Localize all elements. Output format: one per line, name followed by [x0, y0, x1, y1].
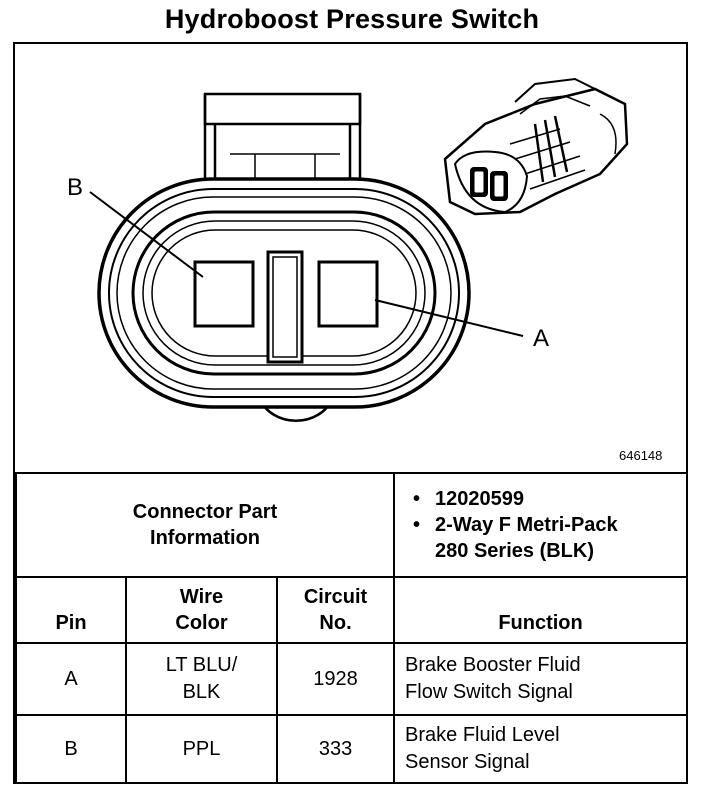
connector-type: 2-Way F Metri-Pack — [435, 514, 618, 536]
header-pin-label: Pin — [55, 612, 87, 634]
header-circuit-line1: Circuit — [303, 586, 368, 608]
circuit-cell: 1928 — [275, 642, 396, 716]
part-info-item: 280 Series (BLK) — [435, 538, 686, 564]
pin-value: A — [64, 667, 78, 690]
connector-diagram: B A 646148 — [67, 77, 662, 463]
function-line2: Flow Switch Signal — [405, 681, 573, 703]
header-wire-color-line2: Color — [175, 612, 228, 634]
bullet-glyph: • — [413, 514, 421, 536]
header-circuit: Circuit No. — [275, 576, 396, 644]
page-title: Hydroboost Pressure Switch — [164, 4, 540, 34]
part-info-list-cell: • 12020599 • 2-Way F Metri-Pack 280 Seri… — [393, 472, 689, 578]
connector-info-table: Connector Part Information • 12020599 • … — [14, 472, 689, 784]
circuit-cell: 333 — [275, 714, 396, 784]
part-info-list: • 12020599 • 2-Way F Metri-Pack 280 Seri… — [413, 486, 686, 564]
header-row: Pin Wire Color Circuit No. Function — [15, 576, 689, 644]
wire-color-cell: LT BLU/ BLK — [125, 642, 278, 716]
part-info-label-line2: Information — [150, 527, 261, 549]
part-info-label-line1: Connector Part — [132, 501, 278, 523]
connector-series: 280 Series (BLK) — [435, 540, 594, 562]
header-wire-color-line1: Wire — [179, 586, 224, 608]
function-line1: Brake Booster Fluid — [405, 654, 581, 676]
function-cell: Brake Fluid Level Sensor Signal — [393, 714, 689, 784]
wire-color-line2: BLK — [182, 681, 221, 703]
part-info-row: Connector Part Information • 12020599 • … — [14, 472, 689, 578]
pin-a-callout: A — [533, 325, 549, 352]
diagram-frame: B A 646148 Connector Part — [13, 42, 689, 784]
part-info-item: • 12020599 — [413, 486, 686, 512]
part-number: 12020599 — [435, 488, 525, 510]
header-circuit-line2: No. — [319, 612, 352, 634]
pin-cell: A — [15, 642, 127, 716]
bullet-glyph: • — [413, 488, 421, 510]
part-info-item: • 2-Way F Metri-Pack — [413, 512, 686, 538]
header-pin: Pin — [15, 576, 127, 644]
header-function-label: Function — [498, 612, 583, 634]
part-info-label-cell: Connector Part Information — [14, 472, 396, 578]
function-line2: Sensor Signal — [405, 751, 530, 773]
function-cell: Brake Booster Fluid Flow Switch Signal — [393, 642, 689, 716]
header-wire-color: Wire Color — [125, 576, 278, 644]
wire-color-line1: PPL — [182, 737, 221, 760]
connector-face-view-icon — [89, 92, 524, 422]
function-line1: Brake Fluid Level — [405, 724, 560, 746]
circuit-value: 1928 — [313, 667, 358, 690]
pin-b-callout: B — [67, 174, 83, 201]
pin-value: B — [64, 737, 78, 760]
wire-color-cell: PPL — [125, 714, 278, 784]
connector-3d-view-icon — [443, 77, 629, 216]
figure-id: 646148 — [619, 448, 662, 463]
pin-cell: B — [15, 714, 127, 784]
circuit-value: 333 — [318, 737, 353, 760]
table-row: A LT BLU/ BLK 1928 Brake Booster Fluid F… — [15, 642, 689, 716]
table-row: B PPL 333 Brake Fluid Level Sensor Signa… — [15, 714, 689, 784]
header-function: Function — [393, 576, 689, 644]
wire-color-line1: LT BLU/ — [165, 654, 238, 676]
